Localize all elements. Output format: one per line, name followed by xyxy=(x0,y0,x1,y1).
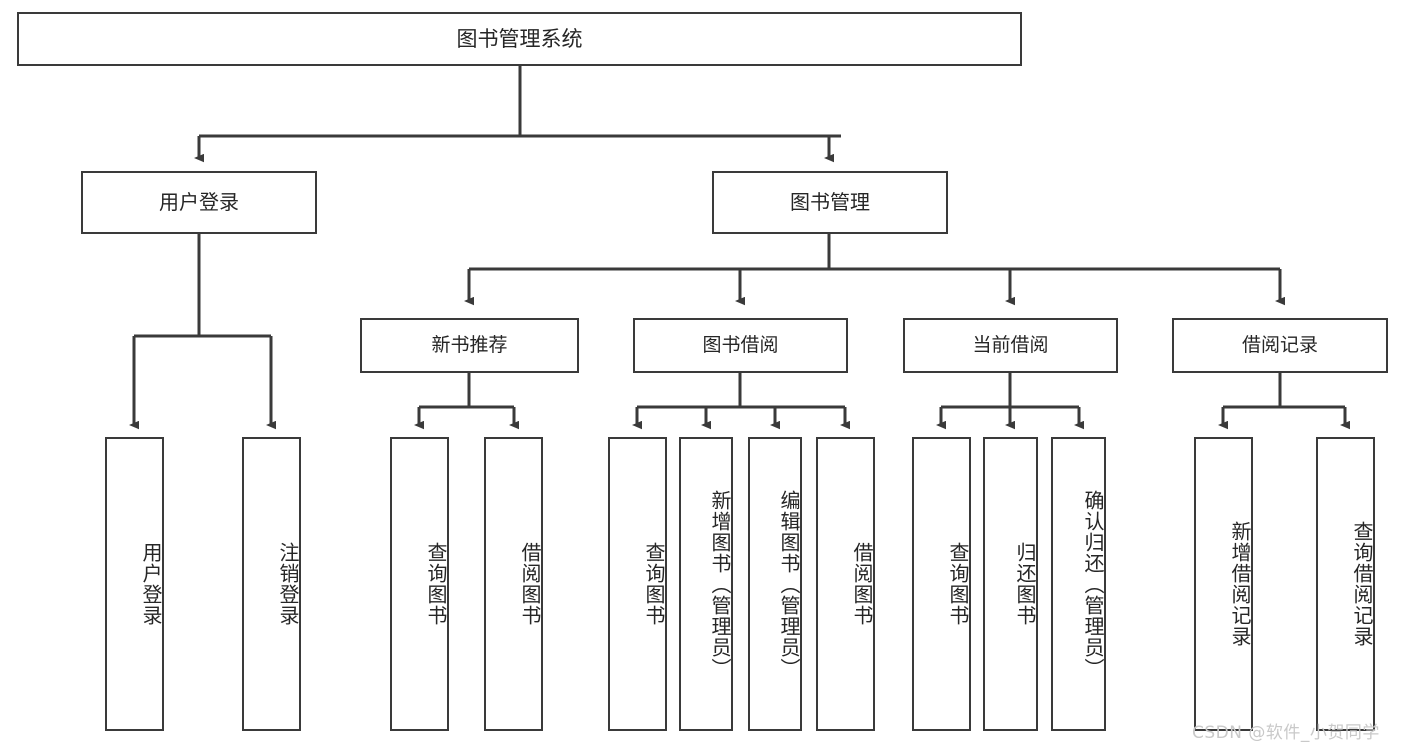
node-label: 图书管理系统 xyxy=(456,26,583,51)
leaf-book-borrow-edit-book-admin[interactable]: 编辑图书（管理员） xyxy=(748,437,802,731)
node-label: 编辑图书（管理员） xyxy=(777,489,801,679)
node-label: 用户登录 xyxy=(139,542,163,626)
node-label: 用户登录 xyxy=(159,189,239,214)
csdn-watermark: CSDN @软件_小贺同学 xyxy=(1192,723,1380,743)
leaf-new-book-borrow-book[interactable]: 借阅图书 xyxy=(484,437,543,731)
leaf-book-borrow-query-book[interactable]: 查询图书 xyxy=(608,437,667,731)
node-label: 借阅图书 xyxy=(850,542,874,626)
node-label: 查询图书 xyxy=(424,542,448,626)
leaf-book-borrow-add-book-admin[interactable]: 新增图书（管理员） xyxy=(679,437,733,731)
node-label: 注销登录 xyxy=(276,542,300,626)
node-book-management[interactable]: 图书管理 xyxy=(712,171,948,234)
leaf-current-borrow-return-book[interactable]: 归还图书 xyxy=(983,437,1038,731)
leaf-borrow-record-add-record[interactable]: 新增借阅记录 xyxy=(1194,437,1253,731)
node-label: 确认归还（管理员） xyxy=(1081,489,1105,679)
node-label: 新增图书（管理员） xyxy=(708,489,732,679)
node-root-book-management-system[interactable]: 图书管理系统 xyxy=(17,12,1022,66)
node-label: 查询借阅记录 xyxy=(1350,521,1374,647)
leaf-user-login-logout[interactable]: 注销登录 xyxy=(242,437,301,731)
node-current-borrow[interactable]: 当前借阅 xyxy=(903,318,1118,373)
node-user-login[interactable]: 用户登录 xyxy=(81,171,317,234)
leaf-borrow-record-query-record[interactable]: 查询借阅记录 xyxy=(1316,437,1375,731)
node-borrow-record[interactable]: 借阅记录 xyxy=(1172,318,1388,373)
node-new-book-recommend[interactable]: 新书推荐 xyxy=(360,318,579,373)
leaf-user-login-login[interactable]: 用户登录 xyxy=(105,437,164,731)
node-label: 新书推荐 xyxy=(431,334,508,357)
node-label: 查询图书 xyxy=(642,542,666,626)
leaf-book-borrow-borrow-book[interactable]: 借阅图书 xyxy=(816,437,875,731)
leaf-new-book-query-book[interactable]: 查询图书 xyxy=(390,437,449,731)
node-label: 借阅记录 xyxy=(1241,334,1318,357)
node-label: 借阅图书 xyxy=(518,542,542,626)
node-label: 新增借阅记录 xyxy=(1228,521,1252,647)
node-label: 查询图书 xyxy=(946,542,970,626)
leaf-current-borrow-query-book[interactable]: 查询图书 xyxy=(912,437,971,731)
node-label: 归还图书 xyxy=(1013,542,1037,626)
leaf-current-borrow-confirm-return-admin[interactable]: 确认归还（管理员） xyxy=(1051,437,1106,731)
node-label: 当前借阅 xyxy=(972,334,1049,357)
node-label: 图书管理 xyxy=(790,189,870,214)
node-label: 图书借阅 xyxy=(702,334,779,357)
node-book-borrow[interactable]: 图书借阅 xyxy=(633,318,848,373)
